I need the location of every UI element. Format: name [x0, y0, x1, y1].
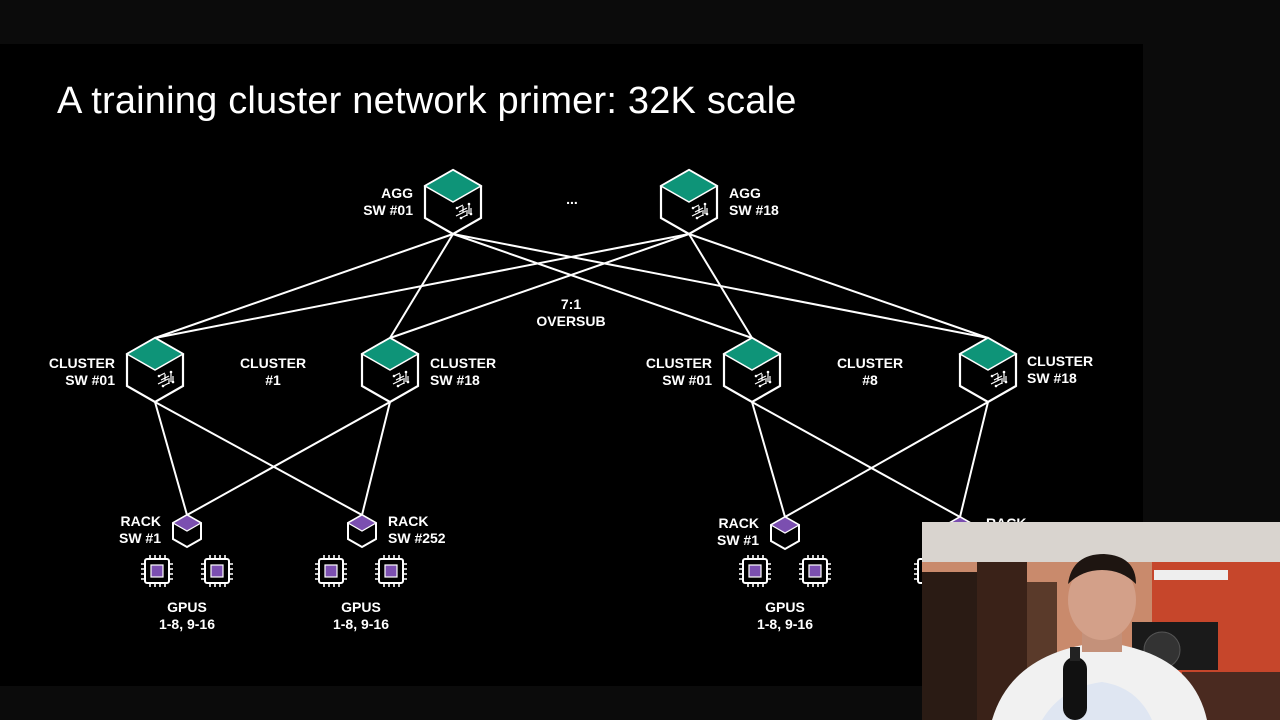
cluster8-rack1-line2: SW #1: [716, 532, 759, 548]
oversub-label: 7:1 OVERSUB: [521, 296, 621, 330]
rack252-line2: SW #252: [388, 530, 446, 546]
gpus-label-3: GPUS 1-8, 9-16: [725, 599, 845, 633]
gpus-label-1-line2: 1-8, 9-16: [158, 616, 216, 632]
rack-switch-252-icon: [347, 514, 377, 548]
rack1-line2: SW #1: [118, 530, 161, 546]
agg-left-line2: SW #01: [363, 202, 413, 218]
slide-title: A training cluster network primer: 32K s…: [57, 80, 797, 122]
gpu-chip-icon: [798, 554, 832, 588]
gpus-label-2-line1: GPUS: [341, 599, 381, 615]
cluster8-switch-18-icon: [958, 336, 1018, 404]
cluster1-name-line2: #1: [265, 372, 281, 388]
oversub-text: OVERSUB: [536, 313, 606, 329]
cluster8-sw18-line1: CLUSTER: [1027, 353, 1094, 369]
cluster8-sw01-line2: SW #01: [662, 372, 712, 388]
cluster8-sw18-line2: SW #18: [1027, 370, 1077, 386]
gpu-chip-icon: [200, 554, 234, 588]
gpus-label-2: GPUS 1-8, 9-16: [301, 599, 421, 633]
agg-left-line1: AGG: [381, 185, 413, 201]
gpus-label-3-line2: 1-8, 9-16: [756, 616, 814, 632]
gpu-chip-icon: [314, 554, 348, 588]
agg-right-line1: AGG: [729, 185, 761, 201]
agg-ellipsis: ...: [566, 191, 578, 207]
rack252-label: RACK SW #252: [388, 513, 446, 547]
cluster8-name-line1: CLUSTER: [836, 355, 904, 371]
cluster1-name-line1: CLUSTER: [239, 355, 307, 371]
agg-switch-01-icon: [423, 168, 483, 236]
oversub-ratio: 7:1: [560, 296, 582, 312]
cluster1-name: CLUSTER #1: [223, 355, 323, 389]
cluster1-sw18-line2: SW #18: [430, 372, 480, 388]
gpus-label-2-line2: 1-8, 9-16: [332, 616, 390, 632]
agg-left-label: AGG SW #01: [363, 185, 413, 219]
rack1-label: RACK SW #1: [119, 513, 161, 547]
network-links: [154, 233, 989, 518]
cluster1-switch-01-icon: [125, 336, 185, 404]
webcam-scene: [922, 522, 1280, 720]
cluster8-switch-01-icon: [722, 336, 782, 404]
cluster8-name-line2: #8: [862, 372, 878, 388]
rack1-line1: RACK: [120, 513, 161, 529]
cluster1-sw18-line1: CLUSTER: [430, 355, 497, 371]
gpu-chip-icon: [140, 554, 174, 588]
gpu-chip-icon: [738, 554, 772, 588]
cluster1-sw01-line2: SW #01: [65, 372, 115, 388]
rack252-line1: RACK: [388, 513, 429, 529]
cluster8-sw18-label: CLUSTER SW #18: [1027, 353, 1093, 387]
agg-right-line2: SW #18: [729, 202, 779, 218]
agg-right-label: AGG SW #18: [729, 185, 779, 219]
cluster1-switch-18-icon: [360, 336, 420, 404]
cluster1-sw01-label: CLUSTER SW #01: [49, 355, 115, 389]
gpus-label-3-line1: GPUS: [765, 599, 805, 615]
webcam-overlay: [922, 522, 1280, 720]
cluster8-name: CLUSTER #8: [820, 355, 920, 389]
gpu-chip-icon: [374, 554, 408, 588]
gpus-label-1: GPUS 1-8, 9-16: [127, 599, 247, 633]
cluster1-sw18-label: CLUSTER SW #18: [430, 355, 496, 389]
rack-switch-1-icon: [172, 514, 202, 548]
rack-switch-8-1-icon: [770, 516, 800, 550]
cluster8-rack1-label: RACK SW #1: [717, 515, 759, 549]
cluster8-rack1-line1: RACK: [718, 515, 759, 531]
cluster1-sw01-line1: CLUSTER: [48, 355, 115, 371]
cluster8-sw01-line1: CLUSTER: [645, 355, 712, 371]
gpus-label-1-line1: GPUS: [167, 599, 207, 615]
agg-switch-18-icon: [659, 168, 719, 236]
cluster8-sw01-label: CLUSTER SW #01: [646, 355, 712, 389]
